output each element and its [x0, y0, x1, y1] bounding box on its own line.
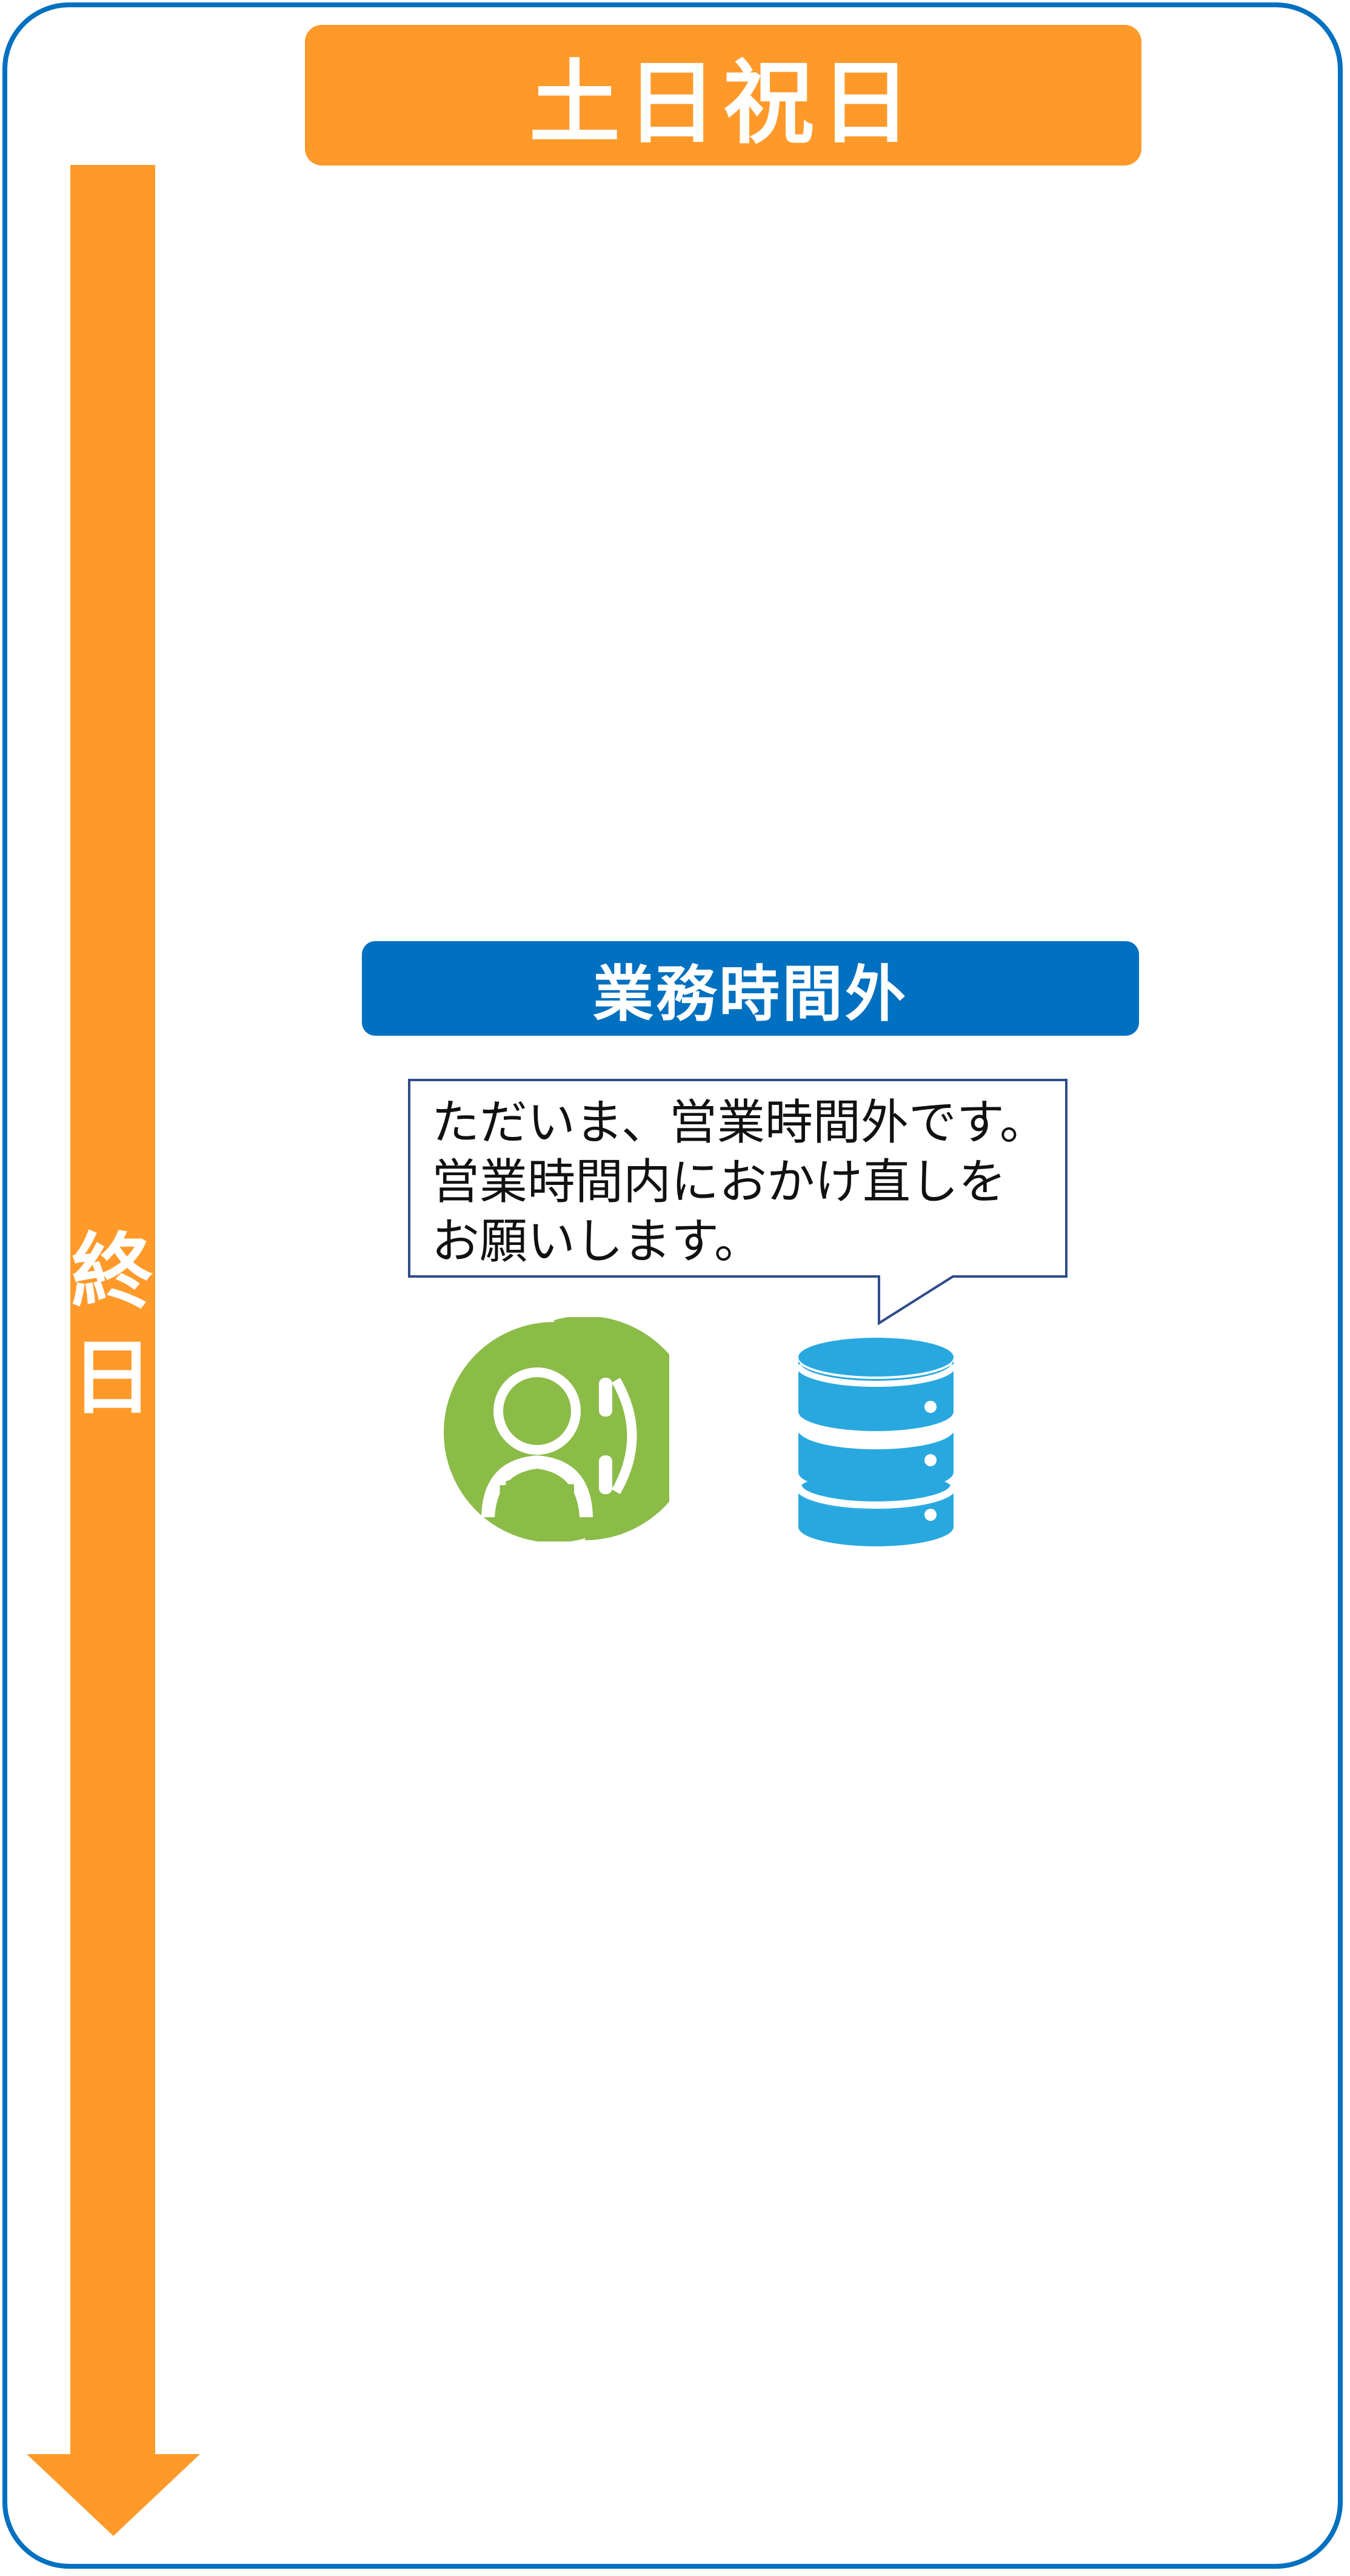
callout-message: ただいま、営業時間外です。 営業時間内におかけ直しを お願いします。 [432, 1095, 1048, 1269]
header-banner: 土日祝日 [305, 25, 1141, 166]
database-icon [795, 1333, 957, 1548]
speech-callout: ただいま、営業時間外です。 営業時間内におかけ直しを お願いします。 [407, 1078, 1068, 1327]
customer-label: 顧客 [496, 1478, 576, 1524]
timeline-arrow [27, 165, 200, 2536]
section-title: 業務時間外 [593, 958, 908, 1030]
timeline-label-line2: 日 [71, 1330, 153, 1426]
timeline-label: 終 日 [42, 1219, 182, 1431]
header-title: 土日祝日 [529, 50, 917, 156]
section-banner: 業務時間外 [362, 941, 1139, 1036]
customer-phone-icon [439, 1316, 697, 1543]
timeline-label-line1: 終 [71, 1224, 153, 1320]
